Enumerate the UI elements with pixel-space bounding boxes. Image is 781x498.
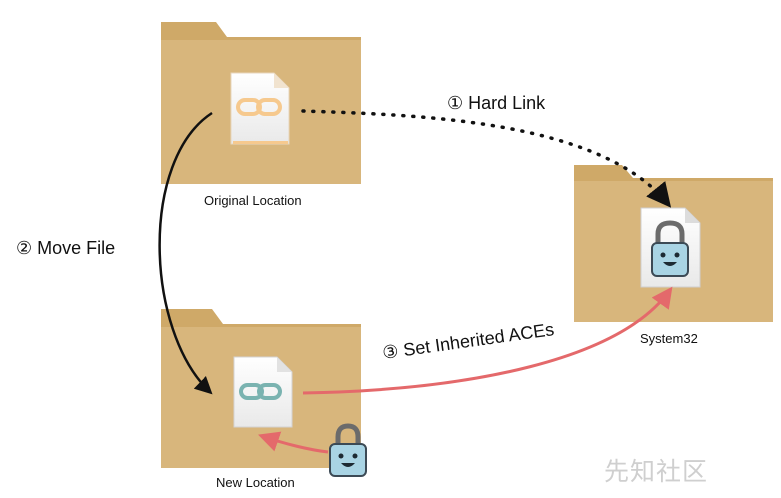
original-location-label: Original Location: [204, 193, 302, 208]
system32-label: System32: [640, 331, 698, 346]
new-location-label: New Location: [216, 475, 295, 490]
hard-link-step-label: ① Hard Link: [447, 93, 546, 113]
lock-icon: [651, 220, 689, 277]
inherited-lock-icon: [329, 423, 367, 477]
move-file-arrow: [158, 111, 213, 395]
system32-folder-icon: [574, 165, 773, 322]
watermark-text: 先知社区: [604, 457, 709, 486]
system-lock-file-icon: [640, 207, 701, 288]
chain-link-icon: [236, 98, 282, 116]
move-file-step-label: ② Move File: [16, 238, 116, 258]
set-aces-arrow: [302, 286, 673, 395]
hard-link-arrow: [301, 109, 672, 208]
chain-link-icon: [239, 383, 282, 400]
moved-file-icon: [233, 356, 293, 428]
lock-to-file-arrow: [258, 431, 329, 454]
hard-link-file-icon: [230, 72, 290, 145]
